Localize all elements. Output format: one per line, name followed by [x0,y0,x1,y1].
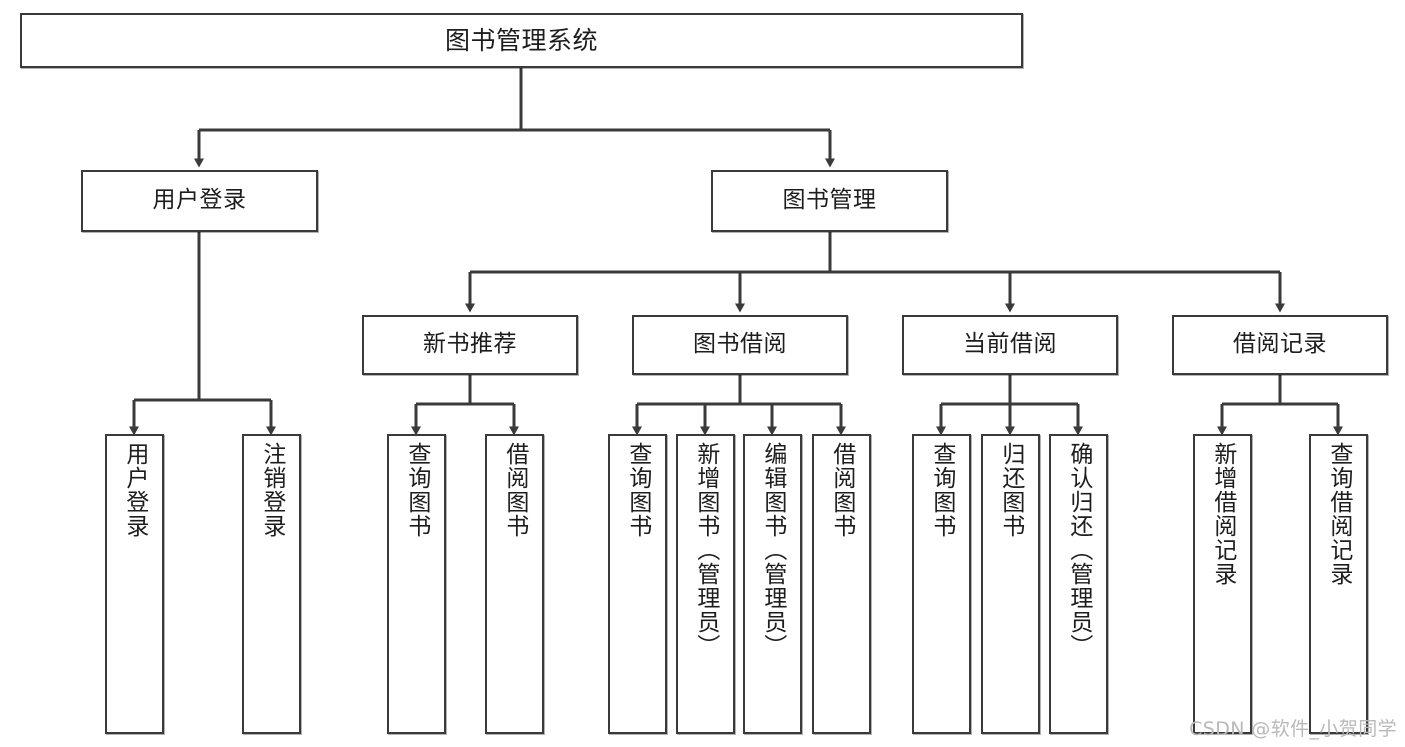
node-label: 新书推荐 [423,331,517,358]
node-label: 借阅图书 [828,442,855,538]
node-label: 查询图书 [624,442,651,538]
leaf-edit-book[interactable]: 编辑图书（管理员） [743,434,802,734]
node-label: 注销登录 [258,442,285,538]
node-root-system[interactable]: 图书管理系统 [20,13,1023,68]
node-label: 用户登录 [152,187,247,214]
node-book-borrow[interactable]: 图书借阅 [632,315,848,375]
node-label: 当前借阅 [963,331,1057,358]
leaf-return-book[interactable]: 归还图书 [981,434,1040,734]
node-label: 图书管理系统 [444,25,598,55]
node-label: 归还图书 [997,442,1024,538]
leaf-query-book-recommend[interactable]: 查询图书 [387,434,446,734]
leaf-query-book-current[interactable]: 查询图书 [912,434,971,734]
leaf-query-book-borrow[interactable]: 查询图书 [608,434,667,734]
node-label: 编辑图书（管理员） [759,442,786,658]
leaf-user-logout[interactable]: 注销登录 [242,434,301,734]
node-user-login[interactable]: 用户登录 [81,170,318,232]
node-label: 用户登录 [121,442,148,538]
leaf-borrow-book-recommend[interactable]: 借阅图书 [485,434,544,734]
leaf-confirm-return[interactable]: 确认归还（管理员） [1049,434,1108,734]
node-label: 查询图书 [928,442,955,538]
node-label: 查询图书 [403,442,430,538]
node-label: 查询借阅记录 [1325,442,1352,586]
node-new-book-recommend[interactable]: 新书推荐 [362,315,578,375]
leaf-borrow-book[interactable]: 借阅图书 [812,434,871,734]
node-current-borrow[interactable]: 当前借阅 [902,315,1118,375]
leaf-add-book[interactable]: 新增图书（管理员） [676,434,735,734]
leaf-query-borrow-record[interactable]: 查询借阅记录 [1309,434,1368,734]
node-label: 新增图书（管理员） [692,442,719,658]
node-label: 借阅图书 [501,442,528,538]
node-borrow-record[interactable]: 借阅记录 [1172,315,1388,375]
leaf-user-login[interactable]: 用户登录 [105,434,164,734]
node-label: 确认归还（管理员） [1065,442,1092,658]
node-label: 图书管理 [782,187,877,214]
node-label: 新增借阅记录 [1209,442,1236,586]
node-book-manage[interactable]: 图书管理 [711,170,948,232]
node-label: 图书借阅 [693,331,787,358]
node-label: 借阅记录 [1233,331,1327,358]
leaf-add-borrow-record[interactable]: 新增借阅记录 [1193,434,1252,734]
